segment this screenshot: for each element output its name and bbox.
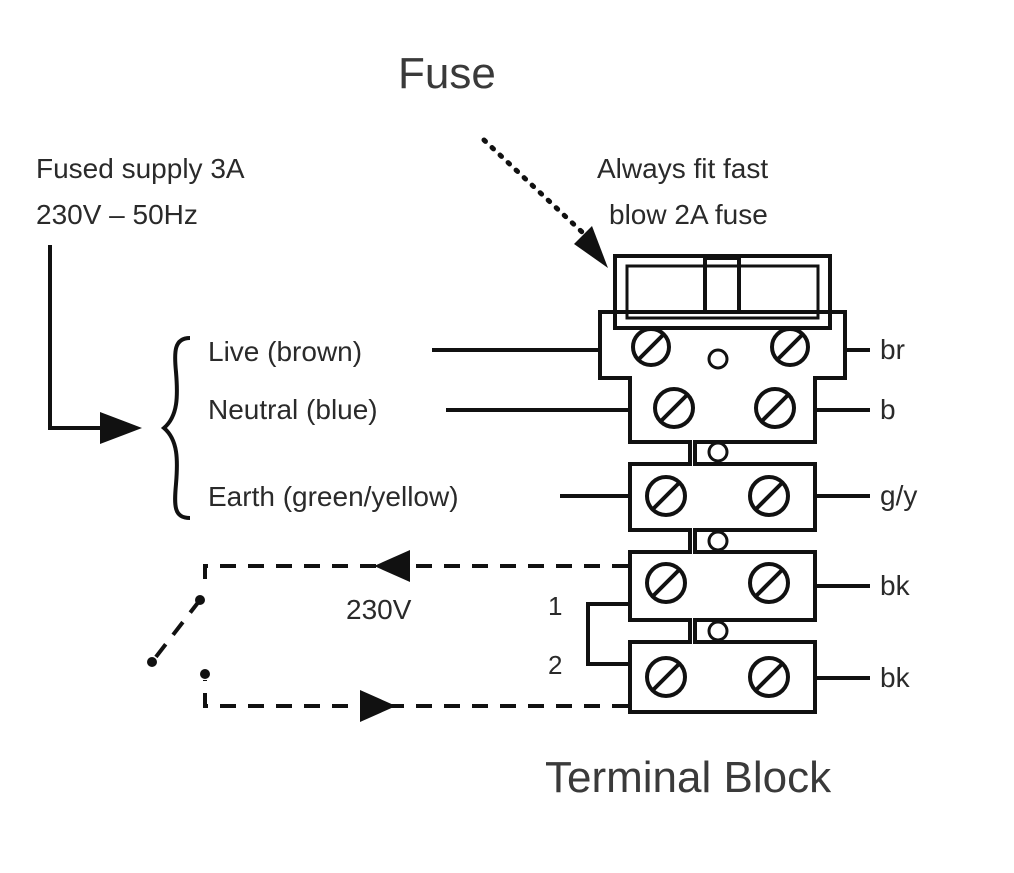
- wire-code-br: br: [880, 334, 905, 365]
- terminal-screws: [631, 327, 810, 698]
- screw-bk1-left: [645, 562, 687, 604]
- wire-code-b: b: [880, 394, 896, 425]
- switch-feed-top: [203, 564, 628, 590]
- screw-earth-left: [645, 475, 687, 517]
- hole-1: [707, 348, 729, 370]
- switch-contact-pivot: [147, 657, 157, 667]
- fuse-note-line1: Always fit fast: [597, 153, 769, 184]
- terminal-2-label: 2: [548, 650, 563, 680]
- earth-label: Earth (green/yellow): [208, 481, 459, 512]
- screw-live-right: [770, 327, 810, 367]
- screw-bk2-right: [748, 656, 790, 698]
- fuse-note-line2: blow 2A fuse: [609, 199, 768, 230]
- wire-code-bk-2: bk: [880, 662, 910, 693]
- fuse-pointer-head: [574, 226, 608, 268]
- return-arrow-head: [374, 550, 410, 582]
- screw-earth-right: [748, 475, 790, 517]
- switch-contact-bottom: [200, 669, 210, 679]
- voltage-label: 230V: [346, 594, 412, 625]
- wire-code-bk-1: bk: [880, 570, 910, 601]
- screw-neutral-left: [653, 387, 695, 429]
- screw-bk1-right: [748, 562, 790, 604]
- hole-4: [707, 620, 729, 642]
- fuse-title: Fuse: [398, 49, 496, 98]
- supply-arrow-head: [100, 412, 142, 444]
- link-bracket: [586, 602, 630, 666]
- hole-2: [707, 441, 729, 463]
- live-label: Live (brown): [208, 336, 363, 367]
- supply-feed-line: [48, 245, 100, 430]
- supply-label-line2: 230V – 50Hz: [36, 199, 198, 230]
- fuse-pointer: [481, 137, 585, 235]
- screw-live-left: [631, 327, 671, 367]
- fuse-holder-inner: [625, 264, 820, 320]
- outgoing-arrow-head: [360, 690, 396, 722]
- screw-bk2-left: [645, 656, 687, 698]
- terminal-1-label: 1: [548, 591, 563, 621]
- mounting-holes: [707, 348, 729, 642]
- switch-contact-top: [195, 595, 205, 605]
- terminal-block-title: Terminal Block: [545, 753, 832, 802]
- cable-brace: [160, 336, 191, 520]
- wire-code-gy: g/y: [880, 480, 918, 511]
- switch-lever: [150, 598, 202, 664]
- supply-label-line1: Fused supply 3A: [36, 153, 245, 184]
- neutral-label: Neutral (blue): [208, 394, 378, 425]
- switch-feed-bottom: [203, 680, 628, 708]
- screw-neutral-right: [754, 387, 796, 429]
- terminal-block-body: [598, 310, 847, 714]
- hole-3: [707, 530, 729, 552]
